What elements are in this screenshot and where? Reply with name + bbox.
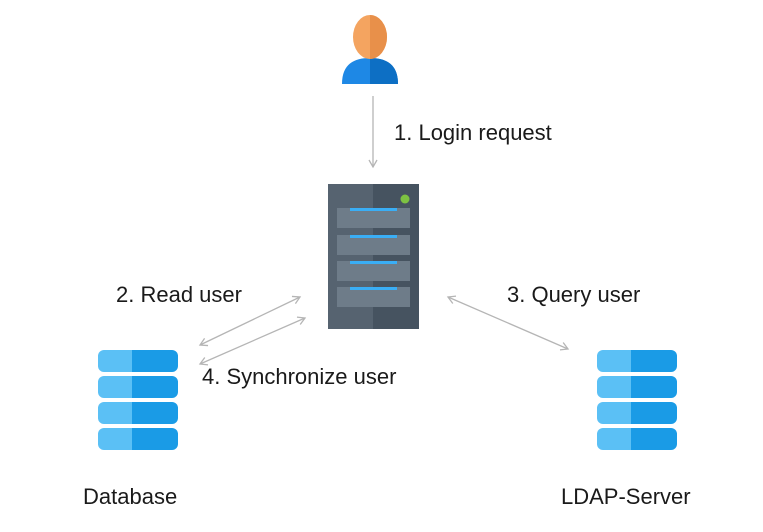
- database-icon: [98, 350, 178, 450]
- server-icon: [328, 184, 419, 329]
- status-light-icon: [400, 194, 410, 204]
- arrow-synchronize-user: [198, 316, 307, 366]
- user-icon: [342, 15, 398, 84]
- database-label: Database: [83, 484, 178, 509]
- step-synchronize-user-label: 4. Synchronize user: [202, 364, 397, 389]
- step-read-user-label: 2. Read user: [116, 282, 242, 307]
- ldap-server-label: LDAP-Server: [561, 484, 691, 509]
- step-query-user-label: 3. Query user: [507, 282, 641, 307]
- ldap-server-icon: [597, 350, 677, 450]
- step-login-request-label: 1. Login request: [394, 120, 552, 145]
- arrow-query-user: [446, 295, 570, 351]
